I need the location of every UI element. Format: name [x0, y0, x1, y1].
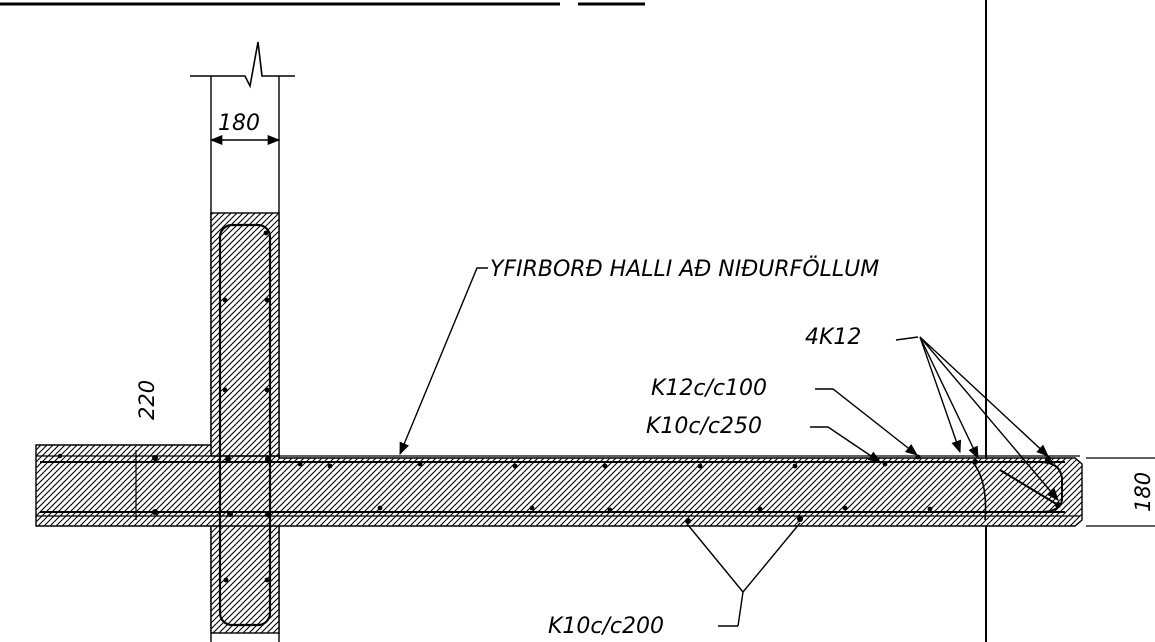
wall-break-symbol [190, 41, 295, 89]
slab-end-hook [1039, 461, 1063, 513]
slab-thickness-dimension-right [1086, 457, 1155, 527]
wall-rebar-stirrup [218, 223, 272, 627]
rebar-dots [57, 230, 1061, 583]
surface-note-leader [399, 267, 488, 456]
slab-thickness-right-label: 180 [1131, 472, 1155, 512]
top-bars-label: K12c/c100 [651, 376, 767, 401]
top-bars-leader [815, 388, 918, 456]
dist-bars-label: K10c/c250 [646, 414, 762, 439]
slab-section [35, 444, 1083, 527]
edge-bars-label: 4K12 [805, 325, 861, 350]
edge-bars-leaders [895, 336, 1059, 501]
bottom-bars-leaders [687, 522, 801, 627]
surface-note-label: YFIRBORÐ HALLI AÐ NIÐURFÖLLUM [490, 256, 879, 282]
wall-section [210, 212, 280, 634]
slab-thickness-left-label: 220 [135, 380, 159, 420]
wall-width-label: 180 [218, 111, 260, 136]
bottom-bars-label: K10c/c200 [548, 614, 664, 639]
dist-bars-leader [810, 426, 882, 463]
